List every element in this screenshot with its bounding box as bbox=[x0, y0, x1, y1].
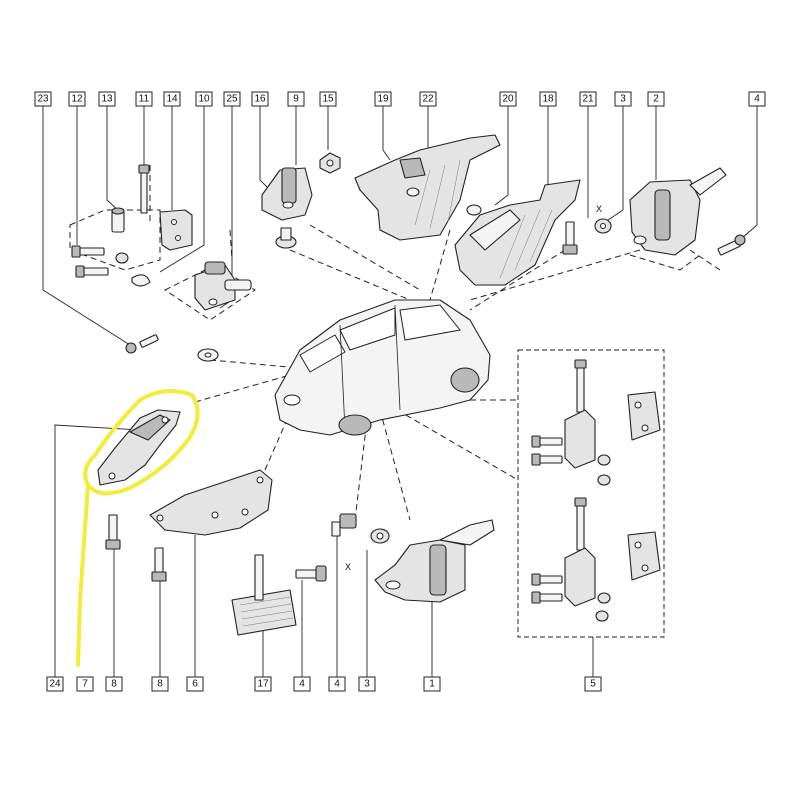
nut-3-top-icon: X bbox=[594, 204, 612, 234]
door-hinge-2-icon bbox=[629, 167, 727, 256]
bolt-12a-icon bbox=[71, 245, 105, 258]
assembly-dashed-lines bbox=[149, 165, 721, 521]
svg-text:2: 2 bbox=[653, 94, 659, 105]
callout-17: 17 bbox=[254, 676, 272, 692]
hinge-bracket-7-icon bbox=[97, 409, 181, 486]
hinge-bracket-6-icon bbox=[149, 469, 273, 536]
check-strap-20-18-icon bbox=[454, 179, 581, 286]
callout-8-b: 8 bbox=[151, 676, 169, 692]
nut-15-icon bbox=[319, 152, 341, 174]
svg-text:18: 18 bbox=[542, 94, 554, 105]
kit-upper-hinge-icon bbox=[531, 359, 661, 486]
bushing-13-icon bbox=[111, 207, 125, 233]
svg-text:16: 16 bbox=[254, 94, 266, 105]
bolt-8b-icon bbox=[151, 547, 167, 582]
svg-text:14: 14 bbox=[166, 94, 178, 105]
pad-17-icon bbox=[231, 554, 297, 636]
callout-12: 12 bbox=[68, 91, 86, 107]
svg-text:8: 8 bbox=[111, 679, 117, 690]
callout-3-top: 3 bbox=[614, 91, 632, 107]
svg-text:10: 10 bbox=[198, 94, 210, 105]
callout-10: 10 bbox=[195, 91, 213, 107]
pad-14-icon bbox=[159, 209, 193, 251]
svg-text:20: 20 bbox=[502, 94, 514, 105]
svg-text:4: 4 bbox=[754, 94, 760, 105]
callout-14: 14 bbox=[163, 91, 181, 107]
callout-23: 23 bbox=[34, 91, 52, 107]
svg-text:22: 22 bbox=[422, 94, 434, 105]
svg-text:8: 8 bbox=[157, 679, 163, 690]
car-body-icon bbox=[274, 299, 491, 436]
callout-8-a: 8 bbox=[105, 676, 123, 692]
screw-23-icon bbox=[125, 334, 159, 354]
kit-lower-hinge-icon bbox=[531, 497, 661, 622]
bolt-4a-icon bbox=[295, 565, 327, 582]
svg-text:17: 17 bbox=[257, 679, 269, 690]
nut-16-icon bbox=[275, 227, 297, 249]
callout-4-a: 4 bbox=[293, 676, 311, 692]
pin-11-icon bbox=[138, 164, 150, 214]
callout-15: 15 bbox=[319, 91, 337, 107]
bolt-4-top-icon bbox=[717, 234, 746, 256]
highlight-outline bbox=[76, 389, 200, 667]
hinge-9-icon bbox=[261, 167, 313, 221]
hinge-bracket-25-icon bbox=[164, 261, 256, 321]
callout-4-top: 4 bbox=[748, 91, 766, 107]
svg-text:19: 19 bbox=[377, 94, 389, 105]
callout-9: 9 bbox=[287, 91, 305, 107]
callout-21: 21 bbox=[579, 91, 597, 107]
svg-text:5: 5 bbox=[590, 679, 596, 690]
callout-row-top: 23 12 13 11 14 10 25 16 9 15 19 22 20 18… bbox=[34, 91, 766, 107]
svg-text:X: X bbox=[596, 204, 602, 214]
svg-text:3: 3 bbox=[620, 94, 626, 105]
svg-text:11: 11 bbox=[139, 94, 150, 105]
callout-row-bottom: 24 7 8 8 6 17 4 4 3 1 5 bbox=[46, 676, 602, 692]
svg-text:X: X bbox=[345, 562, 351, 572]
svg-text:13: 13 bbox=[101, 94, 113, 105]
svg-text:6: 6 bbox=[192, 679, 198, 690]
hinge-kit-12-13-14 bbox=[69, 164, 193, 287]
svg-text:4: 4 bbox=[334, 679, 340, 690]
callout-13: 13 bbox=[98, 91, 116, 107]
bolt-8a-icon bbox=[105, 514, 121, 550]
nut-13-icon bbox=[115, 252, 129, 264]
callout-3-bottom: 3 bbox=[358, 676, 376, 692]
callout-16: 16 bbox=[251, 91, 269, 107]
callout-7: 7 bbox=[76, 676, 94, 692]
door-hinge-1-icon bbox=[374, 519, 495, 603]
clip-10-icon bbox=[131, 274, 151, 287]
nut-3-bottom-icon: X bbox=[345, 528, 390, 572]
callout-18: 18 bbox=[539, 91, 557, 107]
callout-19: 19 bbox=[374, 91, 392, 107]
svg-text:12: 12 bbox=[71, 94, 83, 105]
svg-text:25: 25 bbox=[226, 94, 238, 105]
callout-24: 24 bbox=[46, 676, 64, 692]
svg-text:7: 7 bbox=[82, 679, 88, 690]
svg-text:23: 23 bbox=[37, 94, 49, 105]
bolt-4b-icon bbox=[331, 513, 357, 537]
svg-text:15: 15 bbox=[322, 94, 334, 105]
callout-6: 6 bbox=[186, 676, 204, 692]
callout-22: 22 bbox=[419, 91, 437, 107]
check-strap-19-22-icon bbox=[354, 134, 501, 241]
svg-text:3: 3 bbox=[364, 679, 370, 690]
callout-11: 11 bbox=[135, 91, 153, 107]
washer-24-icon bbox=[197, 348, 219, 362]
bolt-12b-icon bbox=[75, 265, 109, 278]
callout-1: 1 bbox=[423, 676, 441, 692]
svg-text:1: 1 bbox=[429, 679, 435, 690]
svg-text:24: 24 bbox=[49, 679, 61, 690]
callout-4-b: 4 bbox=[328, 676, 346, 692]
callout-20: 20 bbox=[499, 91, 517, 107]
bolt-21-icon bbox=[562, 221, 578, 255]
svg-text:4: 4 bbox=[299, 679, 305, 690]
callout-5: 5 bbox=[584, 676, 602, 692]
svg-text:9: 9 bbox=[293, 94, 299, 105]
callout-25: 25 bbox=[223, 91, 241, 107]
repair-kit-5-group bbox=[517, 349, 665, 638]
svg-text:21: 21 bbox=[582, 94, 594, 105]
callout-2: 2 bbox=[647, 91, 665, 107]
